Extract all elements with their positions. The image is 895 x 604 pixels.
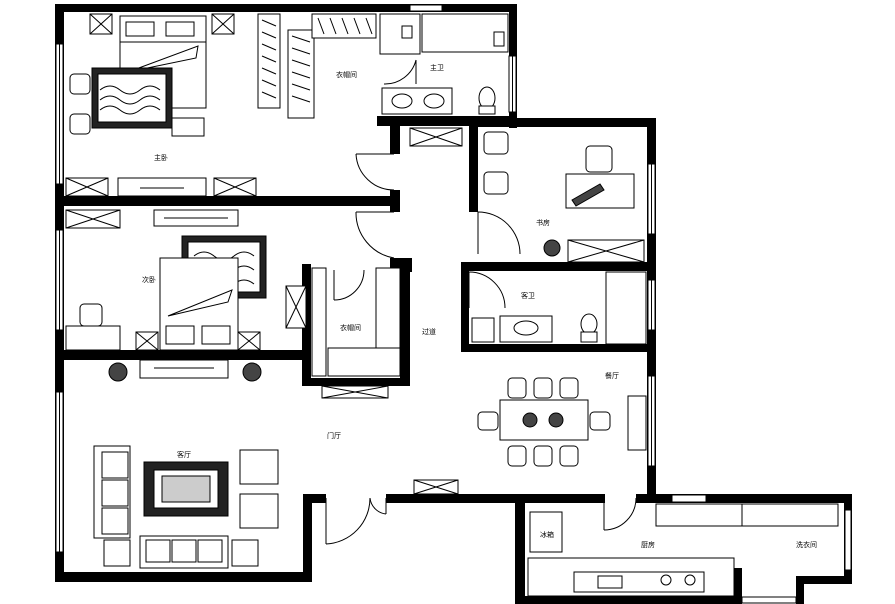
room-label-storage: 衣帽间	[340, 323, 361, 332]
room-label-corridor: 过道	[422, 327, 436, 336]
room-label-living: 客厅	[177, 450, 191, 459]
room-label-dining: 餐厅	[605, 371, 619, 380]
room-labels: 主卧 衣帽间 主卫 次卧 书房 客卫 衣帽间 过道 餐厅 门厅 客厅 冰箱 厨房…	[142, 63, 817, 549]
room-label-study: 书房	[536, 218, 550, 227]
windows	[55, 4, 852, 604]
doors	[325, 59, 637, 545]
room-label-walk-in-closet: 衣帽间	[336, 70, 357, 79]
walls	[55, 4, 852, 604]
room-label-laundry: 洗衣间	[796, 540, 817, 549]
room-label-guest-bath: 客卫	[521, 291, 535, 300]
room-label-foyer: 门厅	[327, 431, 341, 440]
room-label-kitchen: 厨房	[641, 540, 655, 549]
room-label-second-bedroom: 次卧	[142, 275, 156, 284]
room-label-master-bedroom: 主卧	[154, 153, 168, 162]
furniture	[65, 13, 839, 597]
room-label-fridge: 冰箱	[540, 530, 554, 539]
room-label-master-bath: 主卫	[430, 63, 444, 72]
